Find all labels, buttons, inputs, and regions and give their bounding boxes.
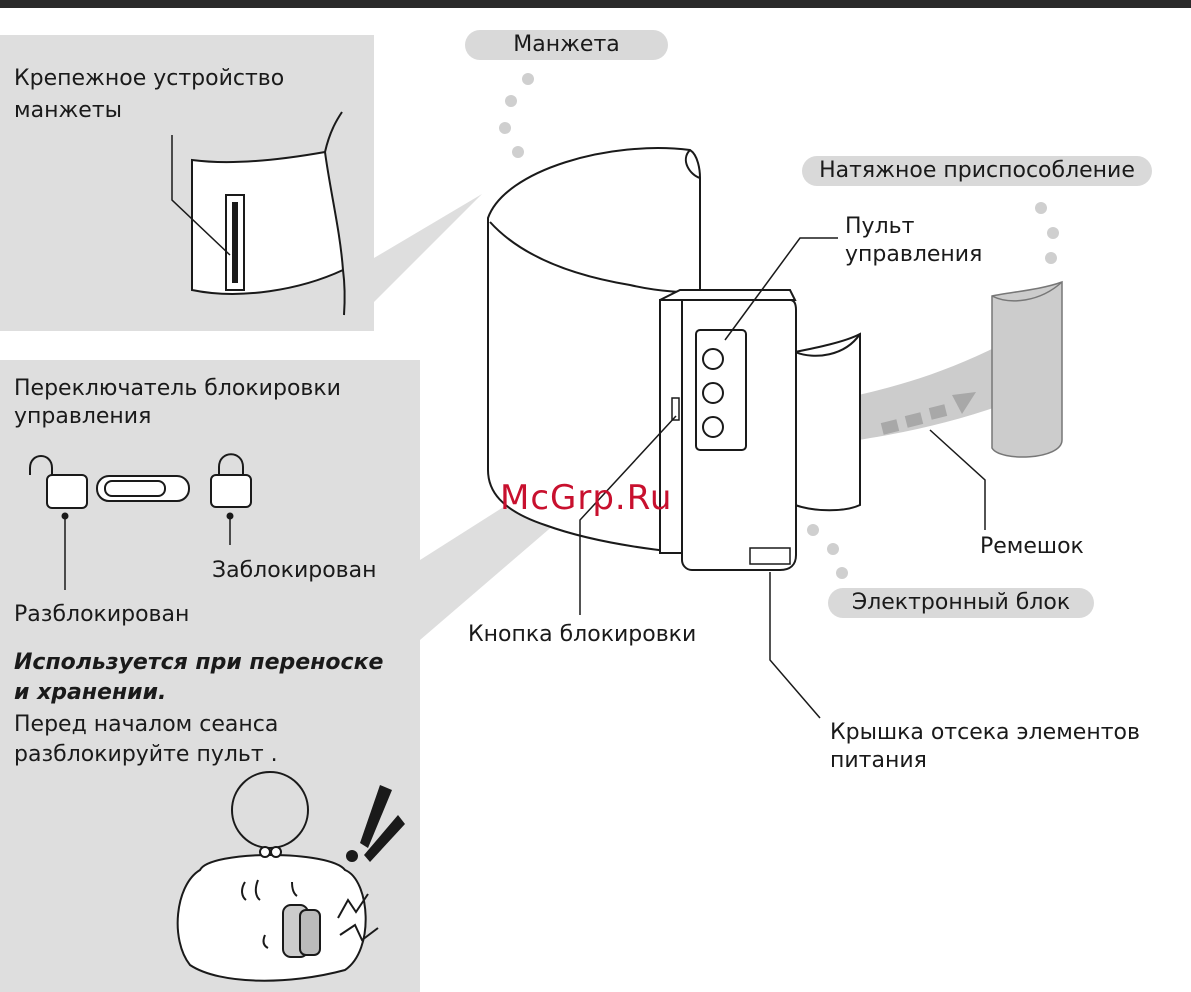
control-panel-label-line2: управления — [845, 242, 983, 267]
locked-label: Заблокирован — [212, 558, 377, 583]
strap-label: Ремешок — [980, 534, 1084, 559]
tensioner-label-pill: Натяжное приспособление — [802, 156, 1152, 186]
usage-note-line1: Используется при переноске — [14, 650, 384, 675]
lock-panel-title-line2: управления — [14, 404, 152, 429]
lock-switch-illustration — [29, 453, 252, 590]
electronic-unit-label-pill: Электронный блок — [828, 588, 1094, 618]
tensioner-dots — [1035, 202, 1059, 264]
cuff-panel-title-line1: Крепежное устройство — [14, 66, 285, 91]
cuff-strip — [794, 332, 861, 512]
tensioner-shape — [991, 280, 1063, 458]
cuff-dots — [499, 73, 534, 158]
control-button-1 — [702, 348, 724, 370]
strap-arrow — [880, 392, 976, 435]
attention-marks — [346, 785, 405, 862]
leader-lines — [579, 237, 986, 719]
cuff-label-pill: Манжета — [465, 30, 668, 60]
cuff-callout-wedge — [374, 194, 482, 302]
unlocked-label: Разблокирован — [14, 602, 190, 627]
control-panel-frame — [695, 329, 747, 451]
watermark: McGrp.Ru — [500, 478, 673, 518]
control-button-2 — [702, 382, 724, 404]
unit-dots — [807, 524, 848, 579]
electronic-unit-label: Электронный блок — [851, 590, 1071, 615]
instruction-line2: разблокируйте пульт . — [14, 742, 278, 767]
control-panel-label-line1: Пульт — [845, 214, 915, 239]
cuff-panel-title-line2: манжеты — [14, 98, 123, 123]
battery-cover-label-line2: питания — [830, 748, 927, 773]
cuff-label: Манжета — [513, 32, 620, 57]
control-button-3 — [702, 416, 724, 438]
usage-note-line2: и хранении. — [14, 680, 167, 705]
lock-panel-title-line1: Переключатель блокировки — [14, 376, 341, 401]
instruction-line1: Перед началом сеанса — [14, 712, 279, 737]
top-rule — [0, 0, 1191, 8]
battery-cover-label-line1: Крышка отсека элементов — [830, 720, 1140, 745]
tensioner-label: Натяжное приспособление — [819, 158, 1135, 183]
lock-button-label: Кнопка блокировки — [468, 622, 697, 647]
bag-illustration — [176, 771, 379, 982]
lock-button-shape — [671, 397, 680, 421]
electronic-unit-body — [681, 299, 797, 571]
cuff-fastener-illustration — [171, 111, 346, 316]
battery-cover-shape — [749, 547, 791, 565]
